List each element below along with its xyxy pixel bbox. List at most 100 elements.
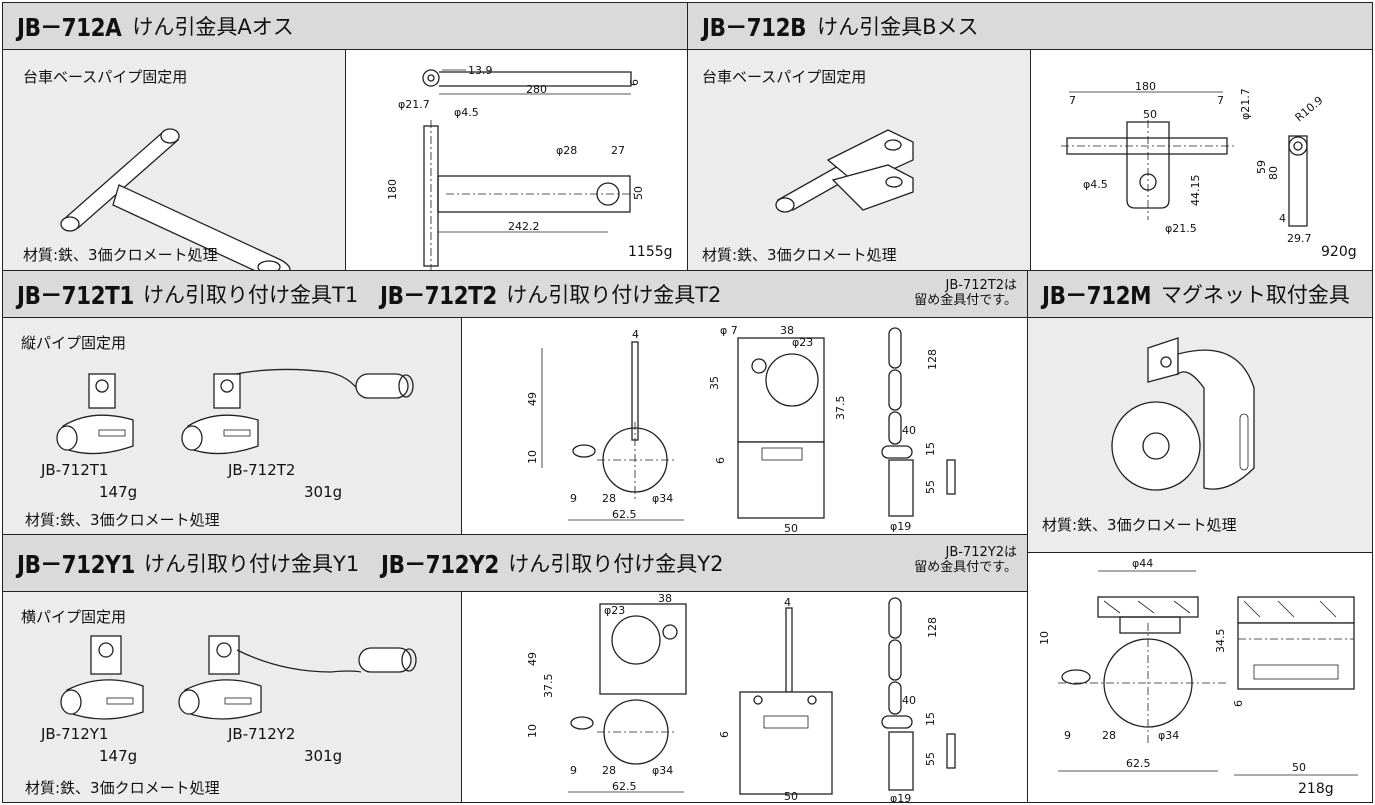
jb712a-code: JB－712A <box>17 13 122 42</box>
jb712a-weight: 1155g <box>628 244 673 260</box>
jb712y-note: JB-712Y2は 留め金具付です。 <box>914 545 1017 575</box>
jb712m-photo-panel: 材質:鉄、3価クロメート処理 <box>1027 317 1373 553</box>
jb712a-dim-180: 180 <box>386 179 399 200</box>
jb712y-dim-phi34: φ34 <box>652 764 673 777</box>
jb712y-material: 材質:鉄、3価クロメート処理 <box>25 779 220 797</box>
jb712t-dim-38: 38 <box>780 324 794 337</box>
jb712y2-code: JB－712Y2 <box>381 550 500 579</box>
jb712t-dim-28: 28 <box>602 492 616 505</box>
jb712t-note: JB-712T2は 留め金具付です。 <box>914 278 1017 308</box>
jb712b-name: けん引金具Bメス <box>817 15 979 39</box>
jb712b-dim-180: 180 <box>1135 80 1156 93</box>
jb712t2-code: JB－712T2 <box>380 281 498 310</box>
jb712m-header: JB－712M マグネット取付金具 <box>1027 270 1373 318</box>
jb712b-photo-panel: 台車ベースパイプ固定用 材質:鉄、3価クロメート処理 <box>687 49 1031 271</box>
jb712y-drawing-panel: 38 φ23 49 37.5 10 9 28 φ34 62.5 4 6 50 1… <box>461 591 1028 803</box>
jb712y-dim-128: 128 <box>926 617 939 638</box>
jb712m-dim-28: 28 <box>1102 729 1116 742</box>
jb712t2-label: JB-712T2 <box>228 461 296 479</box>
jb712t-dim-49: 49 <box>526 392 539 406</box>
jb712y1-label: JB-712Y1 <box>41 725 109 743</box>
jb712y-note-line1: JB-712Y2は <box>945 545 1017 560</box>
jb712b-dim-4: 4 <box>1279 212 1286 225</box>
jb712y-dim-55: 55 <box>924 752 937 766</box>
jb712a-material: 材質:鉄、3価クロメート処理 <box>23 246 218 264</box>
jb712y-usage: 横パイプ固定用 <box>21 608 127 626</box>
jb712a-dim-phi4-5: φ4.5 <box>454 106 479 119</box>
jb712t2-name: けん引取り付け金具T2 <box>506 283 722 307</box>
jb712a-name: けん引金具Aオス <box>132 15 294 39</box>
jb712y1-weight: 147g <box>99 747 138 765</box>
jb712t1-label: JB-712T1 <box>41 461 109 479</box>
jb712t1-code: JB－712T1 <box>17 281 134 310</box>
jb712y-dim-49: 49 <box>526 652 539 666</box>
jb712y2-label: JB-712Y2 <box>228 725 296 743</box>
jb712y-dim-6: 6 <box>718 731 731 738</box>
jb712b-dim-r10-9: R10.9 <box>1293 94 1326 125</box>
jb712m-code: JB－712M <box>1042 281 1152 310</box>
jb712y-dim-37-5: 37.5 <box>542 674 555 699</box>
jb712y-note-line2: 留め金具付です。 <box>914 560 1017 575</box>
jb712t-drawing-panel: 4 49 10 9 28 φ34 62.5 φ 7 38 φ23 35 37.5… <box>461 317 1028 535</box>
jb712a-drawing-panel: 13.9 280 6 φ21.7 φ4.5 φ28 27 180 50 242.… <box>345 49 688 271</box>
jb712b-dim-phi4-5: φ4.5 <box>1083 178 1108 191</box>
jb712b-technical-drawing: 180 7 7 50 φ21.7 R10.9 59 80 φ4.5 44.15 … <box>1061 80 1326 245</box>
jb712b-code: JB－712B <box>702 13 807 42</box>
jb712y-dim-28: 28 <box>602 764 616 777</box>
jb712y-dim-4: 4 <box>784 596 791 609</box>
jb712t-dim-55: 55 <box>924 480 937 494</box>
jb712y-dim-15: 15 <box>924 712 937 726</box>
jb712m-dim-62-5: 62.5 <box>1126 757 1151 770</box>
jb712m-dim-phi44: φ44 <box>1132 557 1153 570</box>
jb712m-weight: 218g <box>1298 781 1334 797</box>
jb712y1-code: JB－712Y1 <box>17 550 135 579</box>
jb712y1-name: けん引取り付け金具Y1 <box>144 552 360 576</box>
jb712t-technical-drawing: 4 49 10 9 28 φ34 62.5 φ 7 38 φ23 35 37.5… <box>526 324 956 535</box>
jb712b-weight: 920g <box>1321 244 1357 260</box>
jb712t-dim-50: 50 <box>784 522 798 535</box>
jb712b-product-illustration <box>775 129 914 213</box>
jb712y-dim-9: 9 <box>570 764 577 777</box>
jb712t-dim-6: 6 <box>714 457 727 464</box>
jb712a-technical-drawing: 13.9 280 6 φ21.7 φ4.5 φ28 27 180 50 242.… <box>386 64 645 270</box>
jb712a-photo-panel: 台車ベースパイプ固定用 材質:鉄、3価クロメート処理 <box>2 49 346 271</box>
jb712t-usage: 縦パイプ固定用 <box>21 334 127 352</box>
jb712b-dim-50: 50 <box>1143 108 1157 121</box>
jb712y-dim-40: 40 <box>902 694 916 707</box>
jb712a-dim-13-9: 13.9 <box>468 64 493 77</box>
jb712a-dim-242-2: 242.2 <box>508 220 540 233</box>
jb712m-name: マグネット取付金具 <box>1160 283 1350 307</box>
jb712b-header: JB－712B けん引金具Bメス <box>687 2 1373 50</box>
jb712b-dim-phi21-5: φ21.5 <box>1165 222 1197 235</box>
jb712y-header: JB－712Y1 けん引取り付け金具Y1 JB－712Y2 けん引取り付け金具Y… <box>2 534 1028 592</box>
jb712t-dim-phi34: φ34 <box>652 492 673 505</box>
jb712m-material: 材質:鉄、3価クロメート処理 <box>1042 516 1237 534</box>
jb712t-dim-10: 10 <box>526 450 539 464</box>
jb712y-dim-62-5: 62.5 <box>612 780 637 793</box>
jb712a-dim-6: 6 <box>628 79 641 86</box>
jb712b-drawing-panel: 180 7 7 50 φ21.7 R10.9 59 80 φ4.5 44.15 … <box>1030 49 1373 271</box>
jb712b-usage: 台車ベースパイプ固定用 <box>702 68 867 86</box>
jb712a-usage: 台車ベースパイプ固定用 <box>23 68 188 86</box>
jb712t-note-line2: 留め金具付です。 <box>914 293 1017 308</box>
jb712y-dim-50: 50 <box>784 790 798 803</box>
jb712t-dim-62-5: 62.5 <box>612 508 637 521</box>
jb712y-dim-10: 10 <box>526 724 539 738</box>
jb712m-dim-34-5: 34.5 <box>1214 629 1227 654</box>
jb712y-dim-38: 38 <box>658 592 672 605</box>
jb712b-dim-80: 80 <box>1267 166 1280 180</box>
jb712t-dim-9: 9 <box>570 492 577 505</box>
jb712t-dim-35: 35 <box>708 376 721 390</box>
jb712m-drawing-panel: φ44 10 34.5 6 9 28 φ34 62.5 50 218g <box>1027 552 1373 803</box>
jb712t-header: JB－712T1 けん引取り付け金具T1 JB－712T2 けん引取り付け金具T… <box>2 270 1028 318</box>
jb712m-dim-10: 10 <box>1038 631 1051 645</box>
jb712m-dim-9: 9 <box>1064 729 1071 742</box>
jb712y-dim-phi19: φ19 <box>890 792 911 803</box>
jb712a-product-illustration <box>60 128 291 270</box>
jb712t-material: 材質:鉄、3価クロメート処理 <box>25 511 220 529</box>
jb712a-header: JB－712A けん引金具Aオス <box>2 2 688 50</box>
jb712b-dim-phi21-7: φ21.7 <box>1239 88 1252 120</box>
jb712t-dim-15: 15 <box>924 442 937 456</box>
jb712t-dim-phi19: φ19 <box>890 520 911 533</box>
jb712m-dim-6: 6 <box>1232 700 1245 707</box>
